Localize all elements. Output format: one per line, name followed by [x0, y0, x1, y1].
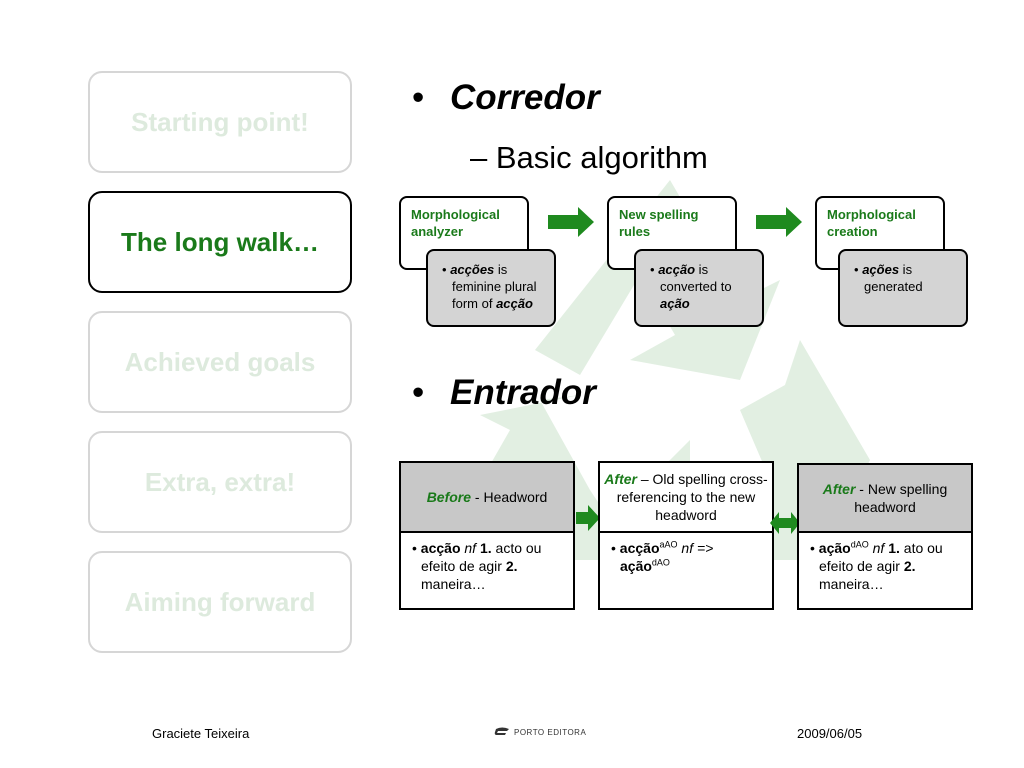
- header-text: – Old spelling cross-referencing to the …: [616, 471, 768, 523]
- tag: aAO: [659, 539, 678, 550]
- double-arrow-icon: [770, 512, 800, 534]
- header-text: - New spelling headword: [854, 481, 948, 515]
- term: acção: [658, 262, 696, 277]
- porto-editora-logo: PORTO EDITORA: [494, 727, 586, 738]
- nav-label: The long walk…: [121, 226, 319, 257]
- flow-step-title: Morphological creation: [827, 207, 916, 239]
- term: ação: [660, 296, 690, 311]
- right-arrow-icon: [576, 505, 600, 531]
- footer-author: Graciete Teixeira: [152, 726, 250, 741]
- definition: maneira…: [421, 576, 486, 592]
- detail-text: is feminine plural form of: [452, 262, 537, 311]
- header-emphasis: After: [604, 471, 637, 487]
- bullet-icon: •: [442, 262, 447, 277]
- term: ações: [862, 262, 900, 277]
- headword: ação: [818, 540, 851, 556]
- tag: dAO: [651, 557, 670, 568]
- bullet-icon: •: [412, 78, 425, 117]
- nav-label: Starting point!: [131, 106, 309, 137]
- nav-the-long-walk[interactable]: The long walk…: [88, 191, 352, 293]
- pos: nf =>: [677, 540, 714, 556]
- flow-step-3-detail: • ações is generated: [838, 249, 968, 327]
- header-emphasis: After: [822, 481, 856, 497]
- right-arrow-icon: [548, 207, 594, 237]
- entrador-after-new-body: • açãodAO nf 1. ato ou efeito de agir 2.…: [797, 533, 973, 610]
- headword: acção: [420, 540, 461, 556]
- headword: ação: [620, 558, 652, 574]
- detail-text: is generated: [864, 262, 923, 294]
- bullet-icon: •: [854, 262, 859, 277]
- entrador-title: Entrador: [450, 373, 596, 412]
- entrador-after-new-header: After - New spelling headword: [797, 463, 973, 533]
- logo-text: PORTO EDITORA: [514, 728, 587, 737]
- sense-number: 1.: [888, 540, 900, 556]
- corredor-title: Corredor: [450, 78, 600, 117]
- header-text: - Headword: [471, 489, 548, 505]
- nav-label: Extra, extra!: [144, 466, 296, 497]
- bullet-icon: •: [412, 373, 425, 412]
- flow-step-1-detail: • acções is feminine plural form of acçã…: [426, 249, 556, 327]
- entrador-before-body: • acção nf 1. acto ou efeito de agir 2. …: [399, 533, 575, 610]
- entrador-before-header: Before - Headword: [399, 461, 575, 533]
- nav-label: Achieved goals: [124, 346, 316, 377]
- pos: nf: [868, 540, 889, 556]
- nav-extra-extra[interactable]: Extra, extra!: [88, 431, 352, 533]
- flow-step-title: New spelling rules: [619, 207, 699, 239]
- definition: maneira…: [819, 576, 884, 592]
- nav-label: Aiming forward: [124, 586, 316, 617]
- sense-number: 2.: [903, 558, 916, 574]
- right-arrow-icon: [756, 207, 802, 237]
- corredor-subtitle: – Basic algorithm: [470, 140, 708, 175]
- pos: nf: [460, 540, 480, 556]
- sense-number: 1.: [479, 540, 492, 556]
- nav-achieved-goals[interactable]: Achieved goals: [88, 311, 352, 413]
- tag: dAO: [850, 539, 869, 550]
- sense-number: 2.: [505, 558, 518, 574]
- term: acções: [450, 262, 495, 277]
- nav-aiming-forward[interactable]: Aiming forward: [88, 551, 352, 653]
- nav-starting-point[interactable]: Starting point!: [88, 71, 352, 173]
- header-emphasis: Before: [426, 489, 472, 505]
- porto-editora-logo-icon: [494, 727, 509, 735]
- headword: acção: [619, 540, 660, 556]
- flow-step-2-detail: • acção is converted to ação: [634, 249, 764, 327]
- entrador-after-old-body: • acçãoaAO nf => açãodAO: [598, 533, 774, 610]
- entrador-after-old-header: After – Old spelling cross-referencing t…: [598, 461, 774, 533]
- flow-step-title: Morphological analyzer: [411, 207, 500, 239]
- definition: ato ou efeito de agir: [819, 540, 943, 574]
- footer-date: 2009/06/05: [797, 726, 863, 741]
- bullet-icon: •: [650, 262, 655, 277]
- term: acção: [496, 296, 533, 311]
- definition: acto ou efeito de agir: [421, 540, 542, 574]
- detail-text: is converted to: [660, 262, 732, 294]
